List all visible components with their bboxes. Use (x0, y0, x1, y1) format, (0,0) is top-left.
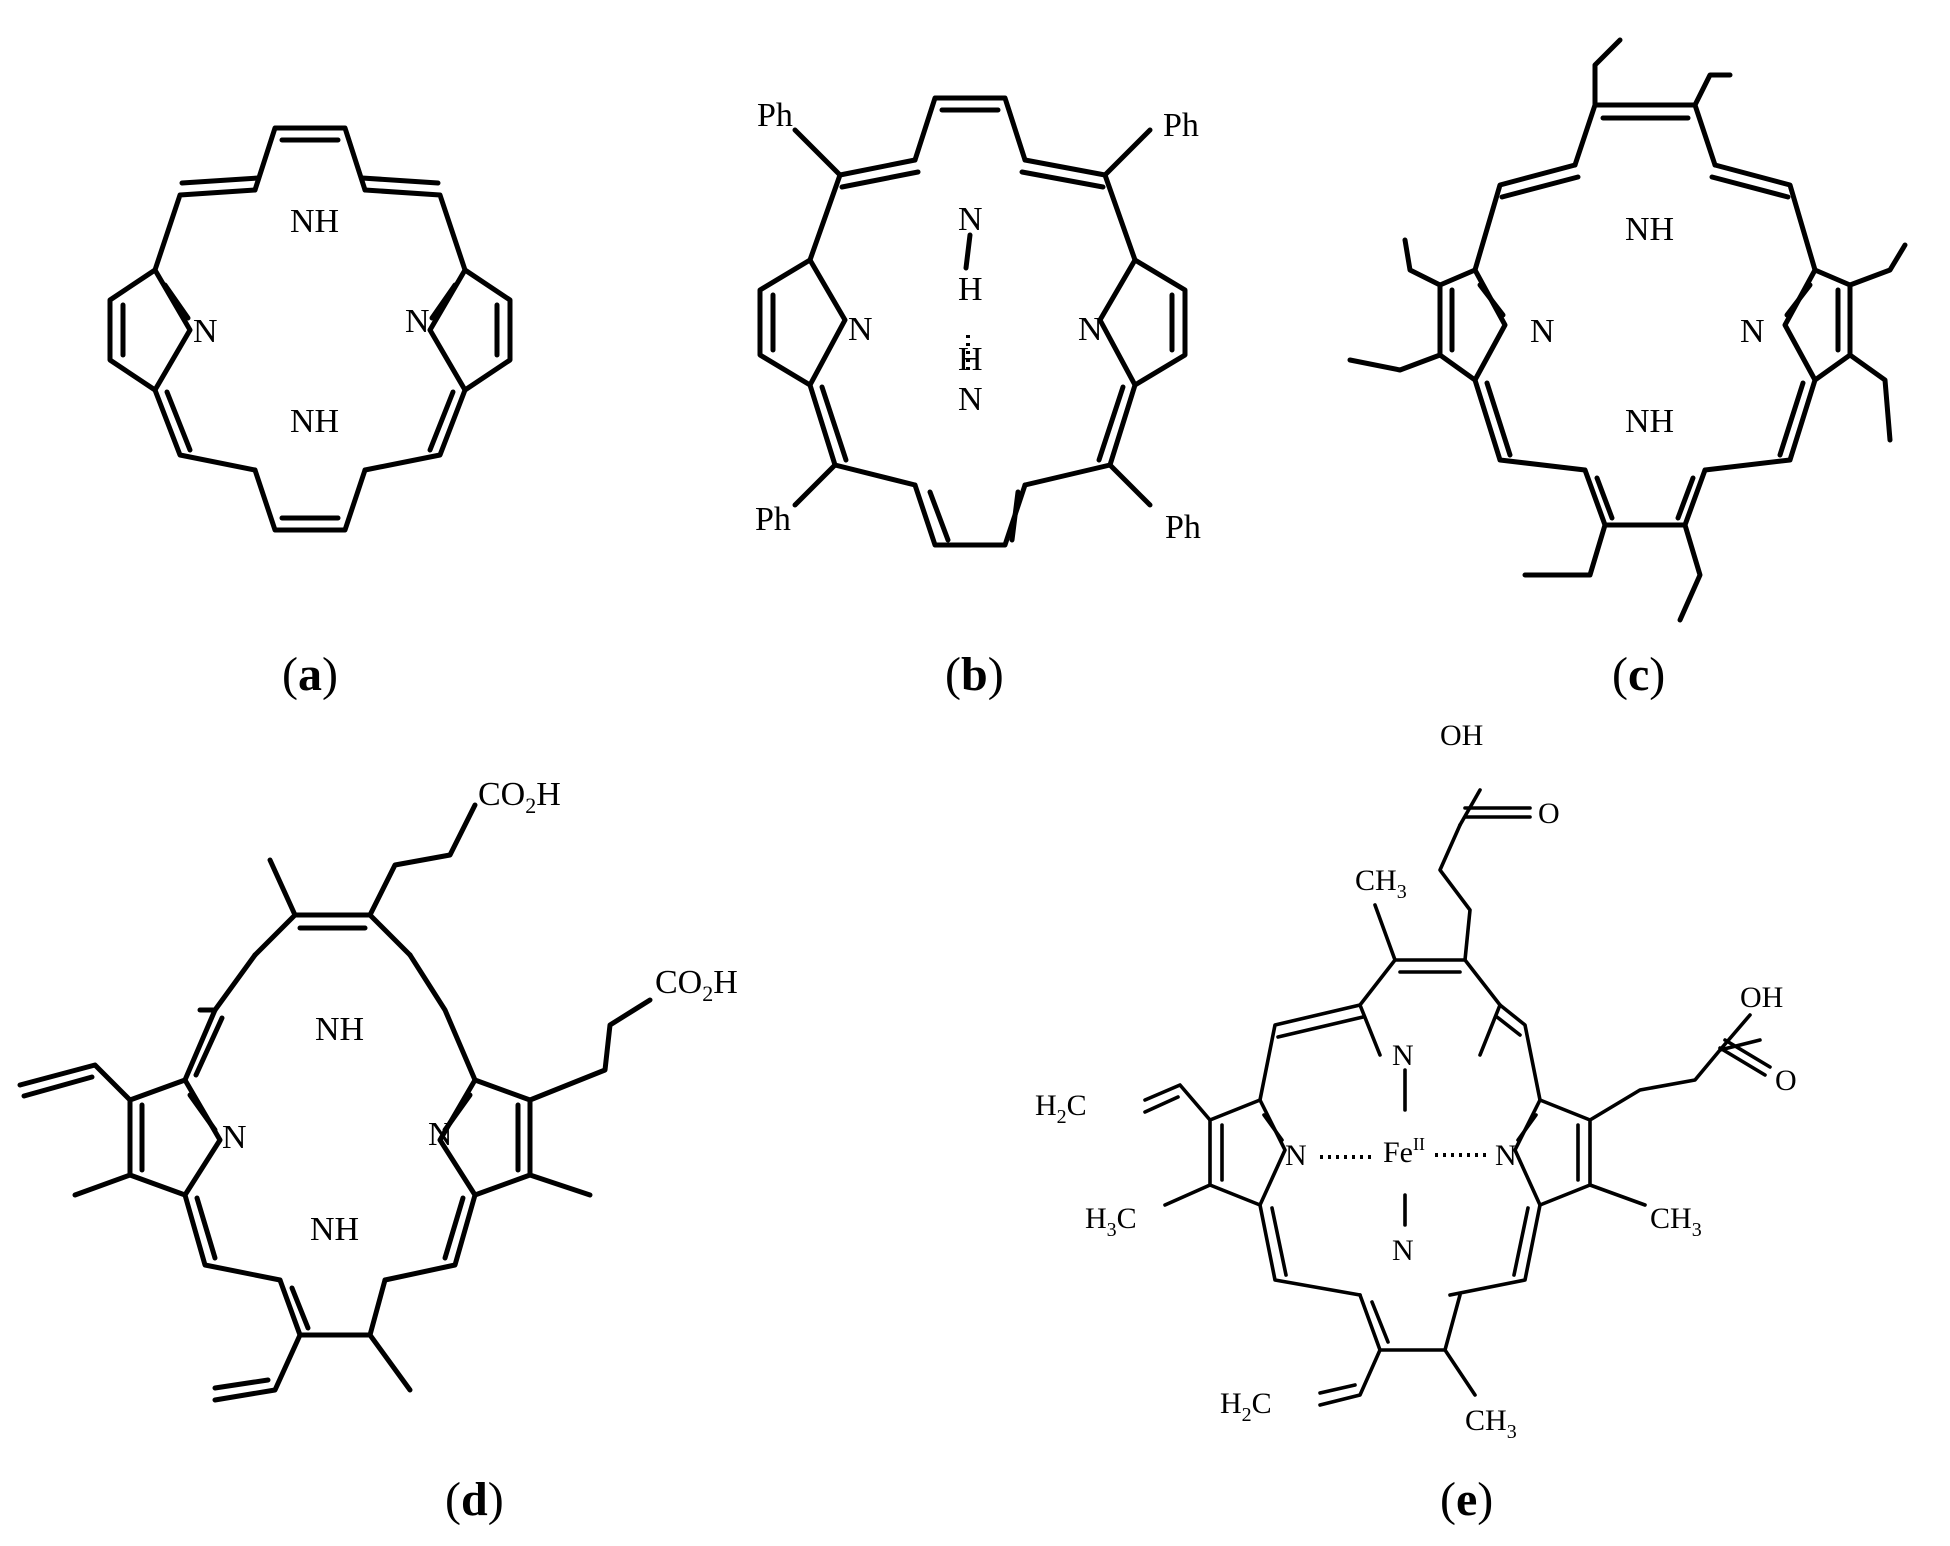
d-nh-bottom-label: NH (310, 1211, 359, 1248)
e-ch3-bottom-label: CH3 (1465, 1404, 1517, 1443)
structure-c-octaethylporphyrin: NH NH N N (c) (1347, 37, 1908, 701)
e-o-top-label: O (1538, 797, 1560, 830)
e-h2c-left-label: H2C (1035, 1089, 1087, 1128)
a-nh-top-label: NH (290, 203, 339, 240)
e-oh-top-label: OH (1440, 719, 1483, 752)
e-oh-right-label: OH (1740, 981, 1783, 1014)
b-ph-bottom-left-label: Ph (755, 501, 791, 538)
c-n-left-label: N (1530, 313, 1555, 350)
a-nh-bottom-label: NH (290, 403, 339, 440)
caption-b: (b) (945, 648, 1004, 701)
b-n-right-label: N (1078, 311, 1103, 348)
d-co2h-right-label: CO2H (655, 964, 738, 1006)
caption-c: (c) (1612, 648, 1665, 701)
structure-d-bonds (17, 802, 653, 1403)
e-n-bottom-label: N (1392, 1234, 1414, 1267)
d-nh-top-label: NH (315, 1011, 364, 1048)
e-ch3-right-label: CH3 (1650, 1202, 1702, 1241)
e-h3c-left-label: H3C (1085, 1202, 1137, 1241)
e-n-left-label: N (1285, 1139, 1307, 1172)
structure-e-bonds (1143, 788, 1772, 1407)
a-n-left-label: N (193, 313, 218, 350)
b-n-left-label: N (848, 311, 873, 348)
b-h-bottom-label: H (958, 341, 983, 378)
structure-a-bonds (107, 125, 513, 533)
structure-d-protoporphyrin-ix: NH NH N N CO2H CO2H (d) (17, 776, 738, 1526)
structure-a-porphine: NH NH N N (a) (107, 125, 513, 701)
c-nh-bottom-label: NH (1625, 403, 1674, 440)
b-ph-top-left-label: Ph (757, 97, 793, 134)
e-n-right-label: N (1495, 1139, 1517, 1172)
b-ph-top-right-label: Ph (1163, 107, 1199, 144)
e-n-top-label: N (1392, 1039, 1414, 1072)
d-co2h-top-label: CO2H (478, 776, 561, 818)
c-nh-top-label: NH (1625, 211, 1674, 248)
caption-a: (a) (282, 648, 338, 701)
e-o-right-label: O (1775, 1064, 1797, 1097)
b-h-top-label: H (958, 271, 983, 308)
structure-c-bonds (1347, 37, 1908, 623)
structure-e-heme: N N N N FeII OH O OH O CH3 CH3 CH3 H3C H… (1035, 719, 1797, 1526)
c-n-right-label: N (1740, 313, 1765, 350)
a-n-right-label: N (405, 303, 430, 340)
e-ch3-top-label: CH3 (1355, 864, 1407, 903)
e-h2c-bottom-label: H2C (1220, 1387, 1272, 1426)
b-ph-bottom-right-label: Ph (1165, 509, 1201, 546)
structure-b-bonds (757, 95, 1188, 548)
caption-d: (d) (445, 1473, 504, 1526)
structure-b-tetraphenylporphyrin: N H H N N N Ph Ph Ph Ph (b) (755, 95, 1201, 701)
b-n-top-label: N (958, 201, 983, 238)
caption-e: (e) (1440, 1473, 1493, 1526)
d-n-right-label: N (428, 1116, 453, 1153)
d-n-left-label: N (222, 1119, 247, 1156)
b-n-bottom-label: N (958, 381, 983, 418)
e-fe-label: FeII (1383, 1134, 1425, 1169)
